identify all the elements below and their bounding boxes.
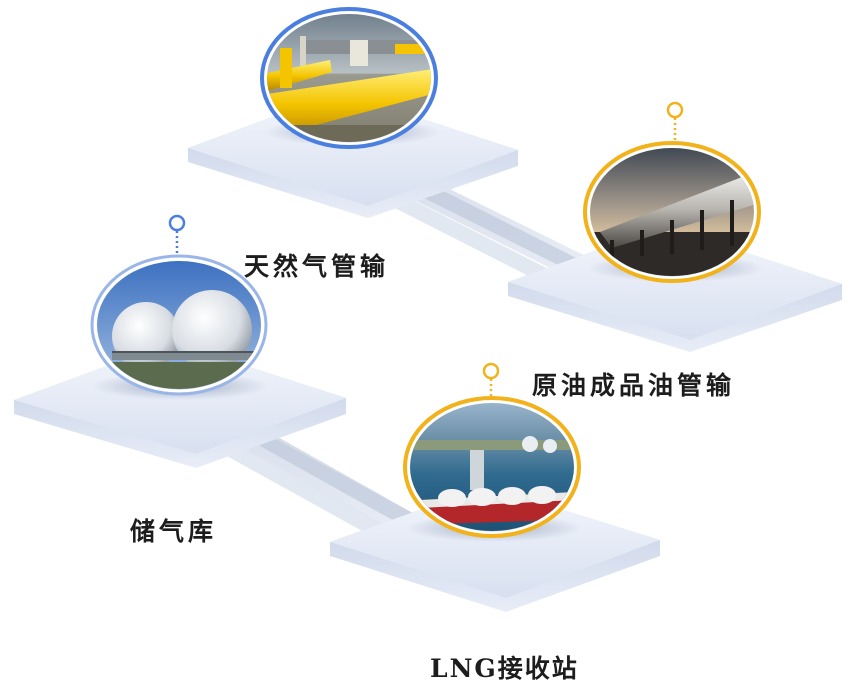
- oil-pipeline-label: 原油成品油管输: [532, 371, 736, 400]
- natural-gas-pipeline-photo: [260, 7, 438, 149]
- lng-terminal-photo: [403, 396, 581, 538]
- gas-storage-label: 储气库: [130, 517, 218, 546]
- natural-gas-label: 天然气管输: [244, 252, 390, 281]
- lng-terminal-label: LNG接收站: [430, 654, 579, 683]
